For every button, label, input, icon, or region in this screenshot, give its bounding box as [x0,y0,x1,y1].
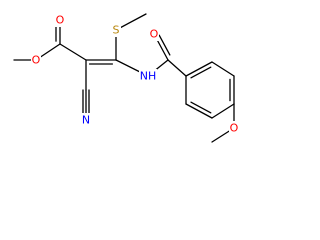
atom-bg-o-ester [31,53,41,67]
bond-ring-c1-ring-c2-b [190,66,212,79]
atom-label-o-ether: O [230,122,239,135]
bond-c-amide-ring-c1 [167,59,187,77]
molecule-structure-diagram: O O S N NH O O [13,13,239,143]
bond-ring-c5-ring-c6-a [185,103,213,119]
atom-label-n-nitrile: N [82,114,90,127]
atom-bg-n-nitrile [81,113,91,127]
atom-label-layer: O O S N NH O O [31,13,239,135]
atom-bg-s-thio [111,23,121,37]
bond-layer [13,13,235,143]
atom-bg-o-amide [149,27,159,41]
bond-ring-c1-ring-c2-a [185,61,213,77]
bond-ring-c2-ring-c3 [211,61,235,77]
bond-c-ester-c-alpha [59,43,87,61]
atom-label-s-thio: S [113,24,120,37]
atom-label-o-amide: O [150,28,159,41]
atom-label-n-amide: NH [140,70,157,83]
bond-c-amide-o-amide-b [158,34,171,56]
bond-ring-c4-ring-c5 [211,103,235,119]
atom-label-o-ester: O [32,54,41,67]
atom-label-o-ester-carbonyl: O [56,14,65,27]
bond-ring-c5-ring-c6-b [190,101,212,114]
atom-bg-o-ester-carbonyl [55,13,65,27]
atom-bg-n-amide [139,69,157,83]
atom-bg-o-ether [229,121,239,135]
